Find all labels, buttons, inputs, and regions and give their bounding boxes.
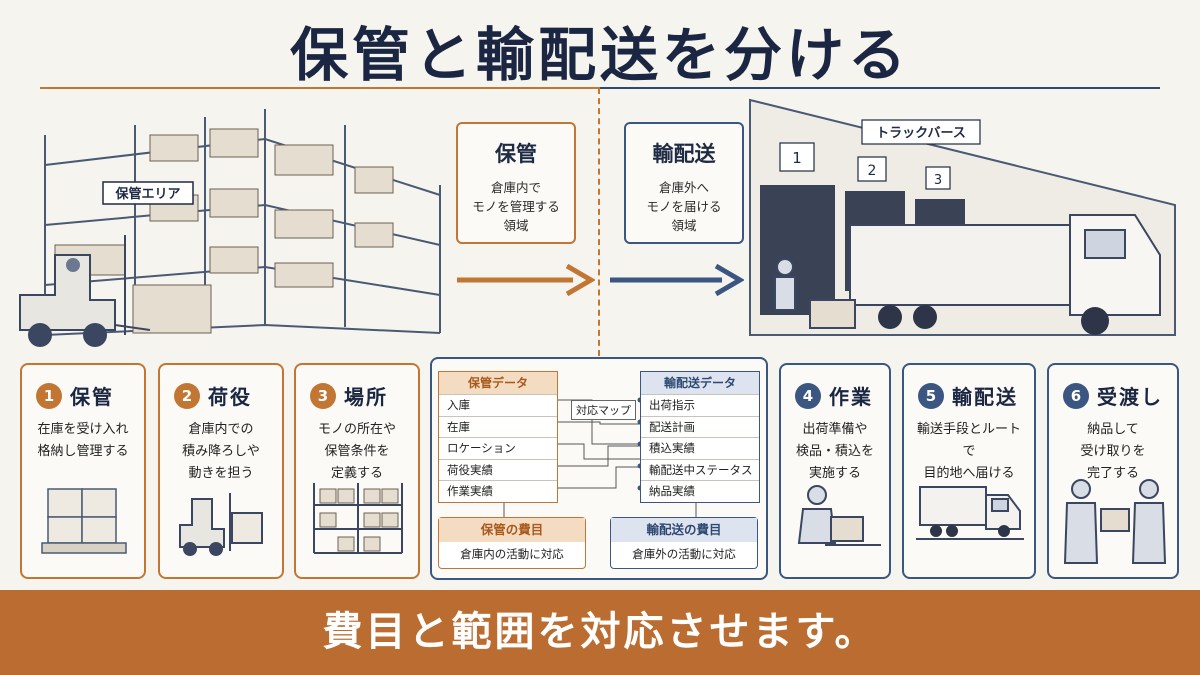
- warehouse-illustration: 保管エリア: [19, 109, 441, 347]
- card-desc-line: 納品して: [1087, 422, 1139, 437]
- card-desc-line: 検品・積込を: [795, 444, 874, 459]
- card-desc-line: 目的地へ届ける: [923, 466, 1015, 481]
- dock-number-1: 1: [792, 149, 802, 167]
- storage-divider: [40, 87, 600, 89]
- card-desc-line: 受け取りを: [1080, 444, 1146, 459]
- delivery-concept-title: 輸配送: [652, 142, 716, 166]
- storage-data-row: 荷役実績: [439, 458, 557, 481]
- delivery-cost-description: 倉庫外の活動に対応: [632, 547, 736, 561]
- card-desc-line: 保管条件を: [324, 444, 390, 459]
- card-label: 輸配送: [952, 385, 1018, 409]
- card-number: 6: [1063, 382, 1089, 409]
- truck-icon: [916, 486, 1024, 540]
- storage-data-row: 入庫: [439, 394, 557, 416]
- data-mapping-panel: 保管データ 入庫 在庫 ロケーション 荷役実績 作業実績 対応マップ 輸配送デー…: [430, 357, 768, 580]
- card-number: 3: [310, 382, 336, 409]
- card-location: 3 場所 モノの所在や 保管条件を 定義する: [294, 363, 420, 579]
- dock-number-3: 3: [934, 173, 942, 188]
- storage-concept-title: 保管: [495, 142, 537, 166]
- card-desc-line: 輸送手段とルートで: [916, 422, 1021, 459]
- mapping-label: 対応マップ: [571, 400, 636, 420]
- card-label: 作業: [829, 385, 873, 409]
- card-desc-line: モノの所在や: [317, 422, 396, 437]
- delivery-concept-box: 輸配送 倉庫外へ モノを届ける 領域: [624, 122, 744, 244]
- card-handling: 2 荷役 倉庫内での 積み降ろしや 動きを担う: [158, 363, 284, 579]
- delivery-data-title: 輸配送データ: [641, 372, 759, 394]
- dock-illustration: 1 2 3 トラックバース: [749, 98, 1176, 336]
- delivery-data-row: 輸配送中ステータス: [641, 458, 759, 481]
- warehouse-sign: 保管エリア: [114, 186, 180, 202]
- storage-data-row: 作業実績: [439, 480, 557, 502]
- storage-concept-line: モノを管理する: [472, 199, 560, 214]
- card-label: 荷役: [208, 385, 252, 409]
- card-number: 5: [918, 382, 944, 409]
- storage-cost-box: 保管の費目 倉庫内の活動に対応: [438, 517, 586, 569]
- storage-concept-line: 領域: [503, 218, 529, 233]
- storage-cost-description: 倉庫内の活動に対応: [460, 547, 564, 561]
- handover-icon: [1063, 479, 1167, 564]
- card-desc-line: 定義する: [330, 466, 383, 481]
- forklift-icon: [179, 493, 263, 556]
- delivery-data-row: 積込実績: [641, 437, 759, 459]
- card-desc-line: 格納し管理する: [37, 444, 129, 459]
- card-desc-line: 在庫を受け入れ: [37, 422, 129, 437]
- card-desc-line: 倉庫内での: [188, 422, 254, 437]
- pallet-boxes-icon: [41, 488, 127, 554]
- card-desc-line: 動きを担う: [188, 466, 254, 481]
- footer-banner: 費目と範囲を対応させます。: [0, 590, 1200, 675]
- card-label: 保管: [70, 385, 114, 409]
- delivery-arrow-icon: [610, 263, 744, 297]
- card-desc-line: 実施する: [808, 466, 861, 481]
- card-delivery: 5 輸配送 輸送手段とルートで 目的地へ届ける: [902, 363, 1036, 579]
- storage-arrow-icon: [457, 263, 595, 297]
- delivery-concept-line: 領域: [671, 218, 697, 233]
- card-storage: 1 保管 在庫を受け入れ 格納し管理する: [20, 363, 146, 579]
- storage-data-table: 保管データ 入庫 在庫 ロケーション 荷役実績 作業実績: [438, 371, 558, 503]
- delivery-concept-line: 倉庫外へ: [658, 180, 709, 195]
- card-number: 4: [795, 382, 821, 409]
- card-label: 受渡し: [1097, 385, 1163, 409]
- delivery-cost-title: 輸配送の費目: [611, 518, 757, 542]
- card-number: 2: [174, 382, 200, 409]
- delivery-data-row: 配送計画: [641, 415, 759, 438]
- delivery-divider: [600, 87, 1160, 89]
- storage-cost-title: 保管の費目: [439, 518, 585, 542]
- card-label: 場所: [344, 385, 388, 409]
- delivery-data-row: 納品実績: [641, 480, 759, 502]
- page-title: 保管と輸配送を分ける: [289, 21, 910, 89]
- rack-icon: [313, 483, 403, 554]
- delivery-data-table: 輸配送データ 出荷指示 配送計画 積込実績 輸配送中ステータス 納品実績: [640, 371, 760, 503]
- storage-data-title: 保管データ: [439, 372, 557, 394]
- dock-sign: トラックバース: [876, 126, 966, 141]
- card-desc-line: 出荷準備や: [802, 422, 868, 437]
- dock-number-2: 2: [868, 163, 877, 179]
- card-number: 1: [36, 382, 62, 409]
- storage-data-row: ロケーション: [439, 437, 557, 459]
- delivery-data-row: 出荷指示: [641, 394, 759, 416]
- card-work: 4 作業 出荷準備や 検品・積込を 実施する: [779, 363, 891, 579]
- section-divider: [598, 88, 600, 356]
- card-desc-line: 積み降ろしや: [182, 444, 260, 459]
- card-desc-line: 完了する: [1086, 466, 1139, 481]
- storage-concept-box: 保管 倉庫内で モノを管理する 領域: [456, 122, 576, 244]
- worker-icon: [797, 485, 881, 546]
- storage-data-row: 在庫: [439, 415, 557, 438]
- delivery-concept-line: モノを届ける: [646, 199, 722, 214]
- storage-concept-line: 倉庫内で: [490, 180, 541, 195]
- delivery-cost-box: 輸配送の費目 倉庫外の活動に対応: [610, 517, 758, 569]
- card-handover: 6 受渡し 納品して 受け取りを 完了する: [1047, 363, 1179, 579]
